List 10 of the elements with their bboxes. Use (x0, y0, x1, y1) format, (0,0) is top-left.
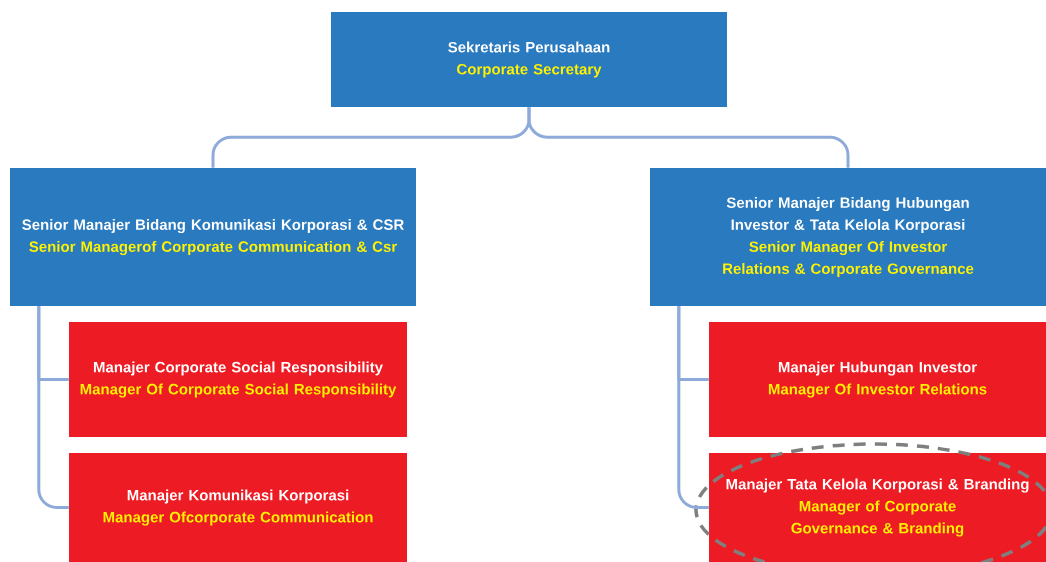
org-box: Manajer Hubungan Investor Manager Of Investor Relations (709, 322, 1046, 437)
connector-line (677, 306, 709, 509)
org-box: Manajer Corporate Social Responsibility Manager Of Corporate Social Responsibility (69, 322, 407, 437)
connector-line (37, 306, 69, 509)
org-box: Senior Manajer Bidang Hubungan Investor & Tata Kelola Korporasi Senior Manager Of Investor Relations & Corporate Governance (650, 168, 1046, 306)
connector-line (527, 107, 850, 168)
highlighted-org-box: Manajer Tata Kelola Korporasi & Branding Manager of Corporate Governance & Branding (694, 442, 1046, 562)
org-box: Manajer Komunikasi Korporasi Manager Ofcorporate Communication (69, 453, 407, 562)
org-box: Sekretaris Perusahaan Corporate Secretary (331, 12, 727, 107)
org-box: Senior Manajer Bidang Komunikasi Korporasi & CSR Senior Managerof Corporate Communication & Csr (10, 168, 416, 306)
